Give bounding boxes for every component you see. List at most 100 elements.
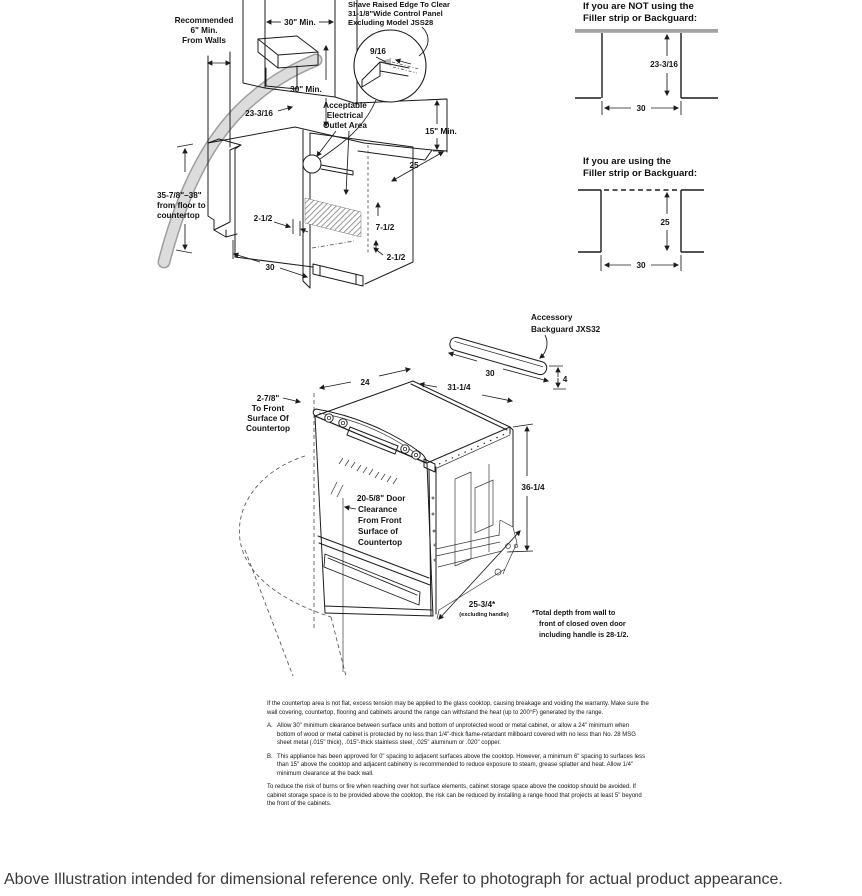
dim-line-31-1-4: 31-1/4: [418, 382, 514, 403]
notes-outro: To reduce the risk of burns or fire when…: [267, 784, 642, 808]
floor-height-note: 35-7/8"–38" from floor to countertop: [157, 191, 206, 220]
knob-icon: [338, 418, 348, 428]
dim-line-25-3-4: 25-3/4* (excluding handle): [438, 530, 521, 620]
wall-cabinet: [242, 0, 448, 153]
shave-raised-edge-note: Shave Raised Edge To Clear 31-1/8"Wide C…: [348, 0, 450, 27]
cutout-outline: [578, 189, 704, 253]
no-filler-heading-line2: Filler strip or Backguard:: [583, 12, 698, 24]
door-clearance-line5: Countertop: [358, 538, 402, 547]
with-filler-heading-line2: Filler strip or Backguard:: [583, 167, 698, 179]
range-dimension-diagram: Accessory Backguard JXS32 30 4: [238, 313, 628, 677]
note-item-a: A. Allow 30" minimum clearance between s…: [267, 722, 649, 748]
no-filler-width-label: 30: [636, 104, 646, 113]
no-filler-cutout-diagram: 23-3/16 30: [575, 29, 718, 115]
floor-note-line2: from floor to: [157, 201, 206, 210]
door-clearance-note: 20-5/8" Door Clearance From Front Surfac…: [343, 494, 406, 547]
door-clearance-line2: Clearance: [358, 505, 398, 514]
shave-note-line3: Excluding Model JSS28: [348, 18, 433, 27]
dim-7-1-2-label: 7-1/2: [376, 223, 395, 232]
front-offset-line3: Surface Of: [247, 414, 289, 423]
dim-line-2-1-2-front: 2-1/2: [254, 214, 309, 236]
dim-30min-vert-label: 30" Min.: [290, 85, 322, 94]
no-filler-heading-line1: If you are NOT using the: [583, 1, 694, 12]
callout-leader-curve: [319, 99, 377, 160]
callout-circle: [302, 154, 322, 174]
wall-edge-lines: [207, 51, 231, 148]
door-clearance-line1: 20-5/8" Door: [357, 494, 406, 503]
recommended-line3: From Walls: [182, 36, 226, 45]
dim-2-1-2a-label: 2-1/2: [254, 214, 273, 223]
dim-cutout-width: 30: [600, 255, 682, 271]
shave-note-leader: [418, 26, 429, 57]
dim-23-3-16-label: 23-3/16: [245, 109, 273, 118]
dim-cutout-width: 30: [601, 101, 682, 115]
accessory-backguard: [449, 334, 548, 376]
front-offset-note: 2-7/8" To Front Surface Of Countertop: [246, 394, 302, 433]
with-filler-cutout-diagram: 25 30: [578, 189, 704, 271]
front-offset-line4: Countertop: [246, 424, 290, 433]
outlet-line2: Electrical: [327, 111, 363, 120]
dim-line-30min-top: 30" Min.: [265, 18, 335, 27]
drawer-glides: [435, 534, 503, 568]
dim-backguard-height: 4: [549, 365, 568, 390]
recommended-note: Recommended 6" Min. From Walls: [175, 16, 234, 45]
dim-line-23-3-16: 23-3/16: [245, 105, 294, 118]
dim-9-16: 9/16: [370, 47, 386, 56]
dim-15min-label: 15" Min.: [425, 127, 457, 136]
outlet-line1: Acceptable: [323, 101, 367, 110]
total-depth-footnote: *Total depth from wall to front of close…: [532, 608, 628, 639]
hidden-floor-line: [311, 240, 355, 249]
total-depth-line1: *Total depth from wall to: [532, 608, 616, 617]
dim-line-30-bottom: 30: [232, 240, 309, 279]
installation-clearance-diagram: 9/16 30" Min. 30" Min. 23-3/16 15" Min.: [157, 0, 457, 289]
door-clearance-line3: From Front: [358, 516, 402, 525]
hatch-outlet-area: [304, 197, 362, 238]
cutout-outline: [575, 33, 718, 99]
control-panel: [312, 408, 427, 485]
filler-width-label: 30: [636, 261, 646, 270]
dim-backguard-height-label: 4: [563, 375, 568, 384]
note-item-b: B. This appliance has been approved for …: [267, 753, 649, 779]
note-a-text: Allow 30" minimum clearance between surf…: [277, 723, 636, 747]
no-filler-height-label: 23-3/16: [650, 60, 678, 69]
dim-line-floor-height: [175, 143, 194, 254]
with-filler-heading-line1: If you are using the: [583, 156, 671, 167]
dim-line-7-1-2: 7-1/2: [373, 201, 395, 251]
outlet-line3: Outlet Area: [323, 121, 367, 130]
excluding-handle-label: (excluding handle): [459, 612, 509, 618]
accessory-label-line2: Backguard JXS32: [531, 325, 601, 334]
dim-cutout-height: 23-3/16: [650, 33, 678, 97]
dim-backguard-width-label: 30: [485, 369, 495, 378]
rear-cutaway: [435, 434, 519, 620]
footer-caption: Above Illustration intended for dimensio…: [4, 871, 783, 888]
vent-slots: [338, 457, 398, 485]
floor-note-line3: countertop: [157, 211, 200, 220]
outlet-area-note: Acceptable Electrical Outlet Area: [316, 101, 367, 196]
dim-24-label: 24: [360, 378, 370, 387]
with-filler-heading: If you are using the Filler strip or Bac…: [583, 156, 697, 179]
total-depth-line2: front of closed oven door: [539, 619, 626, 628]
dim-line-30min-vertical: 30" Min.: [290, 44, 329, 128]
dim-backguard-width: 30: [447, 351, 550, 383]
dim-line-15min: 15" Min.: [423, 98, 457, 152]
drawer-panel: [323, 553, 421, 606]
dim-25-label: 25: [409, 161, 419, 170]
front-offset-line2: To Front: [252, 404, 285, 413]
door-clearance-line4: Surface of: [358, 527, 398, 536]
installation-notes: If the countertop area is not flat, exce…: [267, 700, 649, 814]
knob-icon: [324, 413, 334, 423]
range-hood: [257, 35, 319, 90]
filler-height-label: 25: [660, 218, 670, 227]
cooktop-surface: [314, 380, 514, 528]
dim-line-2-1-2-bottom: 2-1/2: [373, 247, 406, 262]
no-filler-heading: If you are NOT using the Filler strip or…: [583, 1, 697, 24]
knob-icon: [400, 444, 410, 454]
glass-reflection: [330, 481, 344, 498]
knob-icon: [411, 450, 421, 460]
dim-31-1-4-label: 31-1/4: [447, 383, 471, 392]
recommended-line1: Recommended: [175, 16, 234, 25]
side-trim-post: [423, 458, 437, 617]
dim-30min-top-label: 30" Min.: [284, 18, 316, 27]
note-a-label: A.: [267, 723, 273, 730]
